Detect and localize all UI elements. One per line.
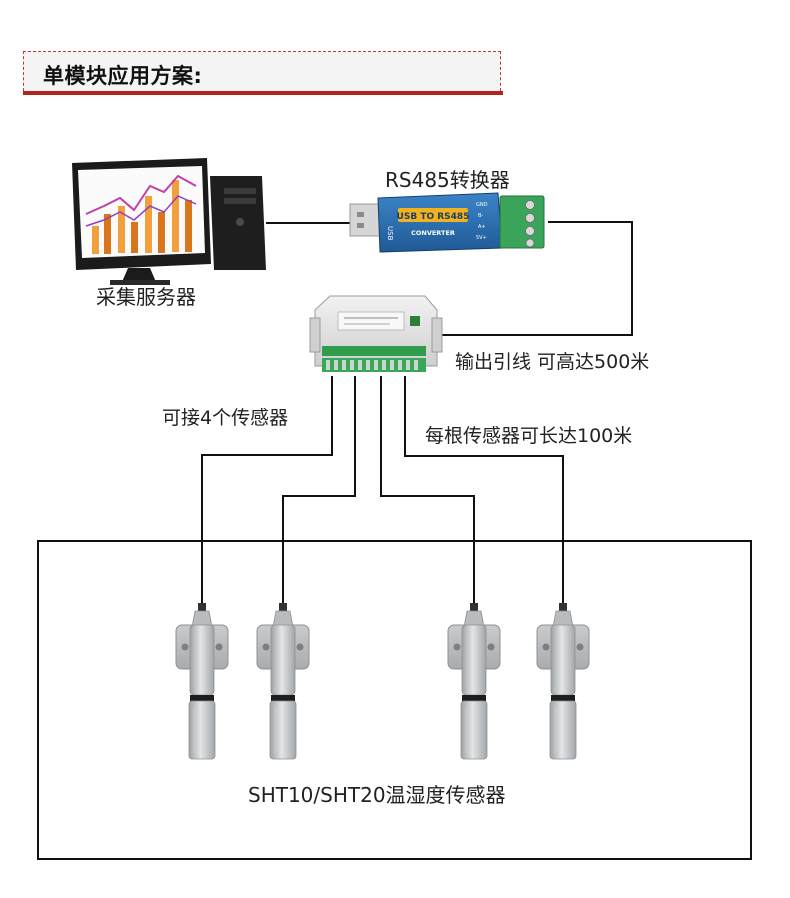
connect-sensors-label: 可接4个传感器 (162, 407, 289, 429)
sensor-1-icon (175, 602, 229, 760)
server-label: 采集服务器 (96, 285, 196, 309)
pin-a: A+ (478, 224, 486, 230)
pin-b: B- (478, 213, 483, 219)
sensor-type-label: SHT10/SHT20温湿度传感器 (248, 783, 506, 807)
acquisition-module-icon (309, 295, 443, 372)
pin-5v: 5V+ (476, 235, 487, 241)
sensor-length-label: 每根传感器可长达100米 (425, 425, 633, 447)
header-underline (23, 91, 503, 95)
header-box (23, 51, 501, 91)
converter-usb-text: USB (386, 226, 394, 241)
server-computer-icon (72, 158, 266, 285)
converter-face-text: USB TO RS485 (397, 212, 470, 222)
sensor-wire-1 (201, 376, 333, 605)
converter-sub-text: CONVERTER (411, 229, 455, 237)
sensor-3-icon (447, 602, 501, 760)
converter-label: RS485转换器 (385, 168, 510, 192)
sensor-area-frame (37, 540, 752, 860)
usb-rs485-converter-icon: USB TO RS485 CONVERTER USB GND B- A+ 5V+ (349, 192, 545, 253)
sensor-wire-2 (282, 376, 356, 605)
page-title: 单模块应用方案: (43, 64, 203, 88)
wires (201, 221, 633, 605)
pin-gnd: GND (476, 202, 488, 208)
output-line-label: 输出引线 可高达500米 (455, 351, 650, 373)
sensor-2-icon (256, 602, 310, 760)
sensor-4-icon (536, 602, 590, 760)
sensor-wire-3 (380, 376, 475, 605)
sensor-wire-4 (404, 376, 564, 605)
screen-chart-icon (85, 174, 197, 254)
output-lead-wire (436, 221, 633, 336)
